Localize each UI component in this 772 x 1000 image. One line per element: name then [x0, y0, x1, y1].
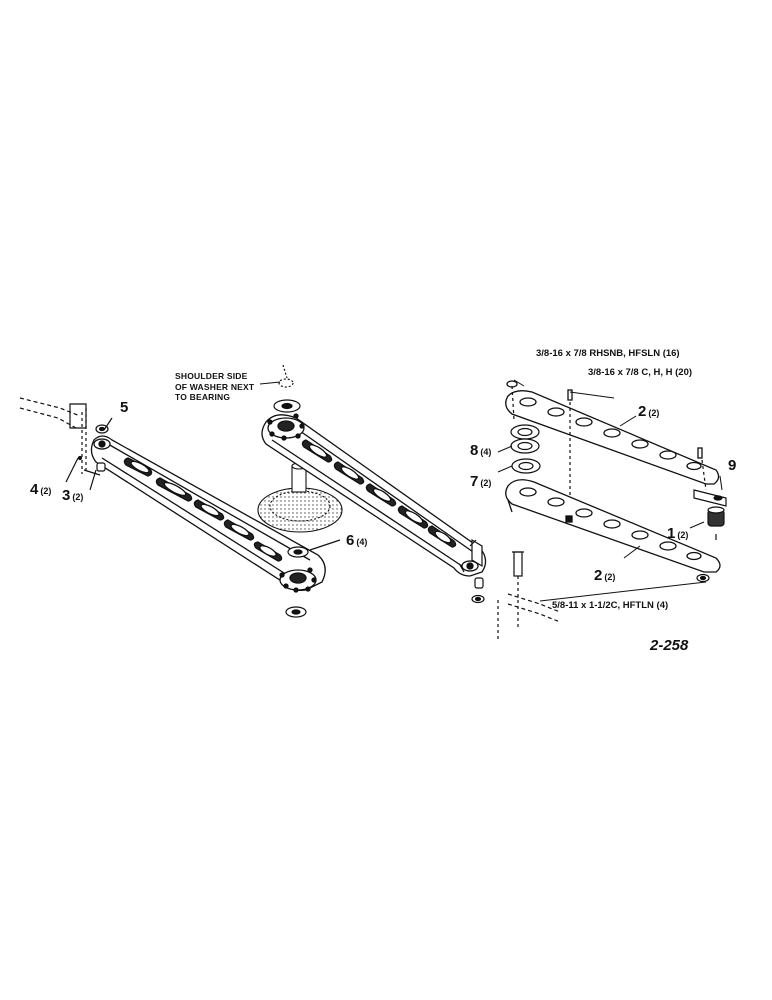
right-end-bushings — [693, 489, 727, 583]
callout-7: 7(2) — [470, 473, 492, 490]
callout-6: 6(4) — [346, 532, 368, 549]
middle-arm — [261, 413, 487, 577]
lower-bearing-washers — [285, 539, 341, 618]
left-arm — [90, 435, 326, 593]
shoulder-note-line3: TO BEARING — [175, 392, 231, 402]
shoulder-note: SHOULDER SIDE OF WASHER NEXT TO BEARING — [175, 371, 254, 403]
callout-5: 5 — [120, 399, 129, 416]
hardware-hftln: 5/8-11 x 1-1/2C, HFTLN (4) — [552, 600, 669, 611]
callout-4: 4(2) — [30, 481, 52, 498]
bottom-plate — [505, 479, 721, 573]
left-pivot-parts — [65, 417, 113, 491]
shoulder-note-line1: SHOULDER SIDE — [175, 371, 248, 381]
left-frame-mount — [19, 397, 101, 476]
shoulder-note-line2: OF WASHER NEXT — [175, 381, 255, 392]
hardware-rhsnb: 3/8-16 x 7/8 RHSNB, HFSLN (16) — [536, 348, 680, 359]
callout-2-bottom: 2(2) — [594, 567, 616, 584]
callout-8: 8(4) — [470, 442, 492, 459]
leader-lines — [259, 379, 723, 602]
callout-9: 9 — [728, 457, 737, 474]
hardware-c-h-h: 3/8-16 x 7/8 C, H, H (20) — [588, 367, 693, 378]
callout-1: 1(2) — [667, 525, 689, 542]
callout-2-top: 2(2) — [638, 403, 660, 420]
top-plate — [505, 380, 720, 485]
callout-3: 3(2) — [62, 487, 84, 504]
right-pivot-mount — [459, 538, 561, 640]
figure-number: 2-258 — [650, 637, 689, 654]
